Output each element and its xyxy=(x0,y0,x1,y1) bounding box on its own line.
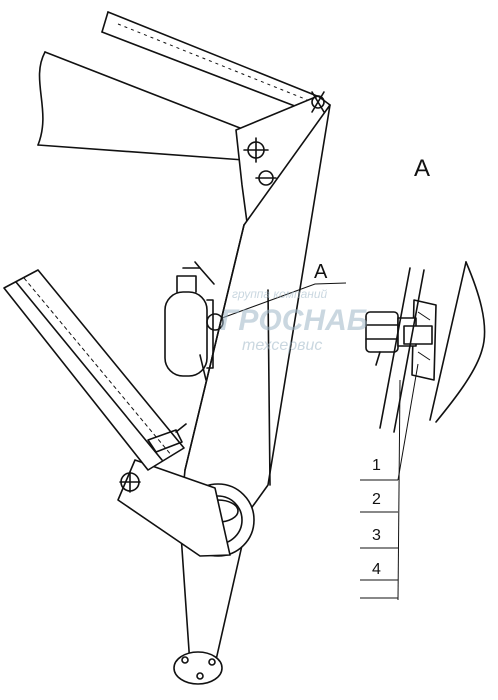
detail-view-a xyxy=(365,261,486,601)
watermark-line1: группа компаний xyxy=(232,287,328,301)
part-number-list: 1 2 3 4 xyxy=(360,457,398,599)
left-beam xyxy=(37,51,245,161)
watermark-line2: ГРОСНАБ xyxy=(220,304,368,337)
view-label-a: A xyxy=(414,155,430,182)
hydraulic-cylinder xyxy=(3,269,187,471)
part-number-1: 1 xyxy=(372,457,381,474)
callout-label-a: A xyxy=(314,261,328,283)
callout-point xyxy=(206,313,224,331)
part-number-4: 4 xyxy=(372,561,381,578)
part-number-3: 3 xyxy=(372,527,381,544)
lower-arm xyxy=(117,459,231,557)
part-number-2: 2 xyxy=(372,491,381,508)
upper-rod xyxy=(101,11,323,109)
cotter-pin xyxy=(311,95,325,109)
bottom-foot xyxy=(173,651,223,685)
callout-leader xyxy=(221,282,347,319)
reservoir-bottle xyxy=(164,261,224,381)
watermark: группа компаний ГРОСНАБ техсервис xyxy=(220,287,368,354)
watermark-line3: техсервис xyxy=(242,337,322,354)
grease-fitting xyxy=(147,429,183,453)
